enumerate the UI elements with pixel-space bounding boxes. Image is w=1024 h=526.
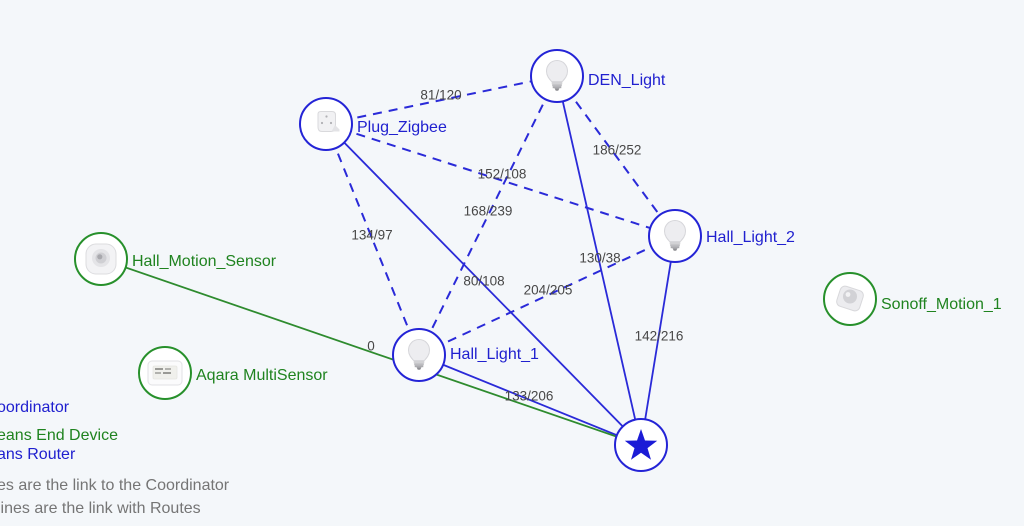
edge-plug-zigbee-coordinator [325, 123, 642, 446]
node-den-light[interactable] [530, 49, 584, 103]
edge-den-light-hall-light-2 [556, 75, 676, 237]
edge-hall-light-1-coordinator [418, 354, 642, 446]
edge-label: 168/239 [463, 203, 513, 219]
edge-label: 134/97 [351, 227, 393, 243]
edge-den-light-coordinator [556, 75, 642, 446]
node-label-hall-light-1: Hall_Light_1 [450, 346, 539, 363]
motion-sensor-icon [836, 285, 864, 312]
edge-label: 81/120 [420, 87, 462, 103]
edge-label: 133/206 [504, 388, 554, 404]
edge-den-light-hall-light-1 [418, 75, 558, 356]
star-icon [624, 429, 658, 460]
edge-plug-zigbee-den-light [325, 75, 558, 125]
smart-plug-icon [317, 111, 340, 132]
node-hall-motion-sensor[interactable] [74, 232, 128, 286]
node-plug-zigbee[interactable] [299, 97, 353, 151]
edge-label: 186/252 [592, 142, 642, 158]
edge-hall-light-2-coordinator [640, 235, 676, 446]
node-label-sonoff-motion-1: Sonoff_Motion_1 [881, 296, 1002, 313]
edge-label: 204/205 [523, 282, 573, 298]
node-aqara-multisensor[interactable] [138, 346, 192, 400]
node-label-hall-light-2: Hall_Light_2 [706, 229, 795, 246]
light-bulb-icon [545, 59, 569, 91]
node-hall-light-1[interactable] [392, 328, 446, 382]
node-coordinator[interactable] [614, 418, 668, 472]
edge-hall-motion-sensor-coordinator [100, 258, 642, 446]
edge-label: 130/38 [579, 250, 621, 266]
legend-coordinator-links: es are the link to the Coordinator [0, 477, 230, 494]
legend-coordinator: oordinator [0, 399, 70, 416]
edge-plug-zigbee-hall-light-2 [325, 123, 676, 237]
legend-route-links: lines are the link with Routes [0, 500, 201, 517]
light-bulb-icon [663, 219, 687, 251]
node-sonoff-motion-1[interactable] [823, 272, 877, 326]
node-label-plug-zigbee: Plug_Zigbee [357, 119, 447, 136]
multisensor-icon [147, 360, 183, 386]
edge-label: 152/108 [477, 166, 527, 182]
legend-end-device: eans End Device [0, 427, 118, 444]
light-bulb-icon [407, 338, 431, 370]
node-hall-light-2[interactable] [648, 209, 702, 263]
edge-label: 0 [367, 338, 375, 354]
node-label-aqara-multisensor: Aqara MultiSensor [196, 367, 328, 384]
edge-label: 80/108 [463, 273, 505, 289]
edge-label: 142/216 [634, 328, 684, 344]
node-label-den-light: DEN_Light [588, 72, 666, 89]
motion-sensor-icon [85, 243, 117, 275]
node-label-hall-motion-sensor: Hall_Motion_Sensor [132, 253, 277, 270]
legend-router: ans Router [0, 446, 76, 463]
